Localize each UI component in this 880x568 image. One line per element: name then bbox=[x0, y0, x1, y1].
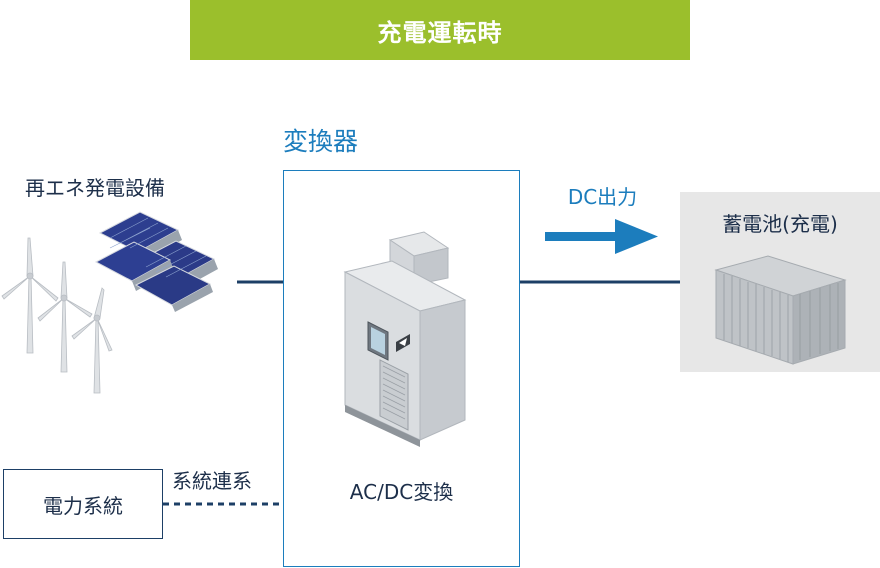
converter-heading: 変換器 bbox=[283, 127, 359, 156]
battery-label: 蓄電池(充電) bbox=[722, 212, 838, 236]
grid-link-label: 系統連系 bbox=[172, 469, 252, 493]
dc-output-label: DC出力 bbox=[567, 185, 638, 209]
grid-box: 電力系統 bbox=[3, 469, 163, 539]
wind-turbine-icon bbox=[1, 237, 113, 394]
battery-container-icon bbox=[714, 255, 847, 365]
renewable-label: 再エネ発電設備 bbox=[25, 176, 165, 200]
converter-function-label: AC/DC変換 bbox=[349, 480, 454, 504]
solar-panel-icon bbox=[94, 211, 218, 312]
diagram-title: 充電運転時 bbox=[377, 18, 503, 47]
right-arrow-icon bbox=[545, 219, 658, 254]
power-converter-cabinet-icon bbox=[343, 231, 467, 447]
grid-label: 電力系統 bbox=[43, 493, 123, 518]
title-banner: 充電運転時 bbox=[190, 0, 690, 60]
